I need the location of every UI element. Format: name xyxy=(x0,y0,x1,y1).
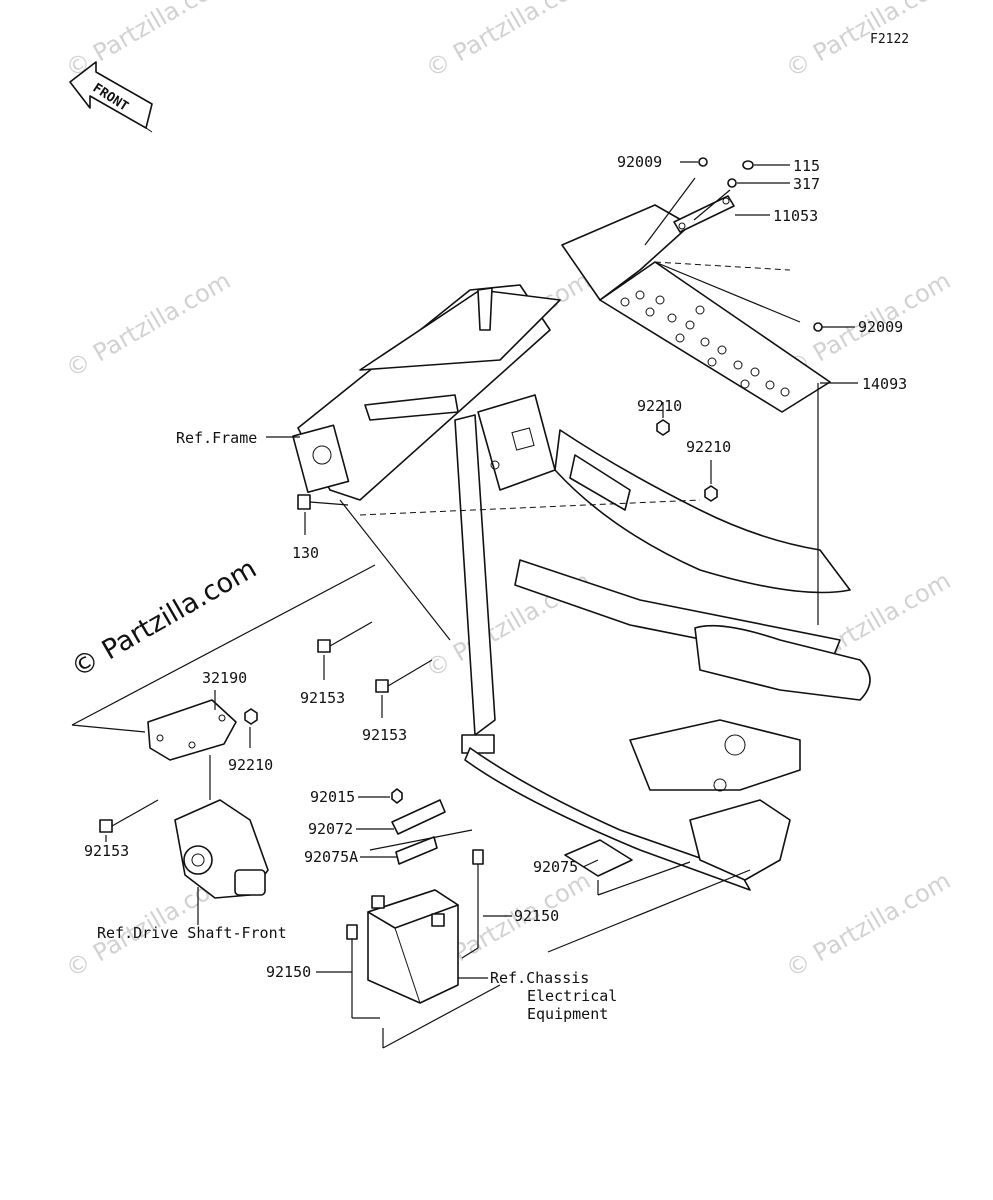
bolt-92153-c xyxy=(99,799,159,833)
callout-ref-chassis-1: Ref.Chassis xyxy=(490,969,589,987)
callout-115: 115 xyxy=(793,157,820,175)
frame xyxy=(292,284,871,891)
rod-92150-right xyxy=(461,849,484,959)
bracket-11053 xyxy=(673,195,735,233)
washer-317 xyxy=(727,178,737,188)
callout-130: 130 xyxy=(292,544,319,562)
nut-92210-b xyxy=(704,485,718,502)
watermark: © Partzilla.com xyxy=(61,266,235,383)
callout-92150-b: 92150 xyxy=(266,963,311,981)
callout-92210-c: 92210 xyxy=(228,756,273,774)
callout-92153-c: 92153 xyxy=(84,842,129,860)
nut-92210-c xyxy=(244,708,258,725)
bolt-115 xyxy=(742,160,754,170)
callout-92210-b: 92210 xyxy=(686,438,731,456)
callout-32190: 32190 xyxy=(202,669,247,687)
pad-92075 xyxy=(564,839,633,877)
pad-92075a xyxy=(395,836,438,865)
callout-92150-a: 92150 xyxy=(514,907,559,925)
callout-11053: 11053 xyxy=(773,207,818,225)
callout-92153-a: 92153 xyxy=(300,689,345,707)
callout-14093: 14093 xyxy=(862,375,907,393)
leader-lines xyxy=(71,161,858,1049)
bolt-92153-b xyxy=(375,659,433,693)
gearcase xyxy=(174,755,269,925)
callout-92015: 92015 xyxy=(310,788,355,806)
callout-92009-right: 92009 xyxy=(858,318,903,336)
bolt-130 xyxy=(297,494,349,510)
bracket-32190 xyxy=(147,699,237,761)
watermark: © Partzilla.com xyxy=(421,0,595,83)
diagram-code: F2122 xyxy=(870,32,909,47)
callout-92153-b: 92153 xyxy=(362,726,407,744)
nut-92015 xyxy=(391,788,403,804)
step-panel-14093 xyxy=(561,204,831,413)
front-arrow-icon: FRONT xyxy=(69,61,153,133)
watermark: © Partzilla.com xyxy=(781,0,955,83)
callout-labels: 92009 115 317 11053 92009 14093 Ref.Fram… xyxy=(84,153,907,1023)
bolt-92009-top xyxy=(698,157,708,167)
watermark-main: © Partzilla.com xyxy=(66,553,262,684)
callout-317: 317 xyxy=(793,175,820,193)
callout-92072: 92072 xyxy=(308,820,353,838)
bolt-92009-right xyxy=(813,322,823,332)
battery xyxy=(367,889,459,1004)
clamp-92072 xyxy=(391,799,446,835)
callout-ref-chassis-2: Electrical xyxy=(527,987,617,1005)
panel-holes xyxy=(620,290,790,397)
callout-92075a: 92075A xyxy=(304,848,358,866)
callout-92075: 92075 xyxy=(533,858,578,876)
watermark: © Partzilla.com xyxy=(781,866,955,983)
callout-ref-drive-shaft: Ref.Drive Shaft-Front xyxy=(97,924,287,942)
bolt-92153-a xyxy=(317,621,373,653)
callout-ref-frame: Ref.Frame xyxy=(176,429,257,447)
callout-ref-chassis-3: Equipment xyxy=(527,1005,608,1023)
callout-92009-top: 92009 xyxy=(617,153,662,171)
nut-92210-a xyxy=(656,419,670,436)
callout-92210-a: 92210 xyxy=(637,397,682,415)
